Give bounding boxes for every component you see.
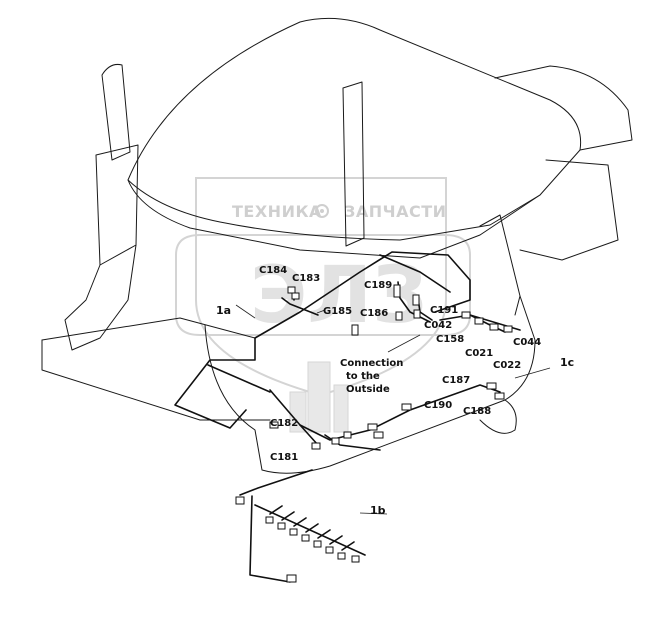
label-c184: C184 (259, 265, 287, 276)
cab-roof (127, 17, 582, 241)
leader-1a (235, 304, 256, 319)
label-1b: 1b (370, 504, 386, 517)
label-c182: C182 (270, 418, 298, 429)
label-c186: C186 (360, 308, 388, 319)
harness-1a-branch-top (379, 254, 451, 293)
leader-lines (235, 304, 551, 515)
watermark-text-right: ЗАПЧАСТИ (344, 202, 447, 221)
left-platform (41, 339, 271, 421)
machine-outline (41, 17, 633, 474)
leader-connection (387, 334, 421, 353)
label-c021: C021 (465, 348, 493, 359)
harness-1b-top (239, 469, 313, 496)
center-pillar (342, 81, 365, 247)
leader-g185 (316, 309, 326, 314)
roof-side-panel (494, 65, 633, 151)
label-c158: C158 (436, 334, 464, 345)
label-1a: 1a (216, 304, 231, 317)
floor-corner (479, 399, 517, 434)
connector-c184 (287, 286, 296, 294)
connectors-1a (269, 284, 513, 450)
connector-floor-a (331, 437, 340, 445)
leader-1c (514, 367, 551, 379)
connector-1b-3 (289, 528, 298, 536)
leader-1b (359, 512, 388, 515)
harness-1a-main (254, 251, 471, 339)
connector-c189-b (412, 294, 420, 306)
floor-base (204, 295, 536, 474)
harness-1b (235, 469, 366, 583)
harness-1b-b3 (293, 517, 307, 527)
label-connection-line1: Connection (340, 358, 403, 369)
connector-1b-4 (301, 534, 310, 542)
connector-c190-b (367, 423, 378, 431)
cab-roof-edge (127, 179, 541, 259)
harness-1a-floor-run (299, 384, 501, 441)
harness-1a-branch-c183 (281, 297, 319, 316)
connector-1b-end (286, 574, 297, 583)
harness-1b-b1 (269, 505, 283, 515)
right-box (519, 159, 619, 261)
label-c190: C190 (424, 400, 452, 411)
left-handle (101, 64, 131, 161)
harness-1a-floor-branch (324, 434, 381, 451)
connector-c186 (395, 311, 403, 321)
harness-1b-left-drop (249, 495, 291, 583)
connector-1b-2 (277, 522, 286, 530)
label-c042: C042 (424, 320, 452, 331)
label-c044: C044 (513, 337, 541, 348)
watermark-building-icon (289, 361, 349, 433)
label-connection-line3: Outside (346, 384, 390, 395)
connector-c189 (393, 284, 401, 298)
left-ledge (41, 317, 256, 341)
gear-icon (315, 204, 329, 218)
connector-c190-c (373, 431, 384, 439)
connector-c188 (494, 392, 505, 400)
connector-c042 (413, 309, 421, 319)
right-column (479, 214, 521, 316)
watermark-text-left: ТЕХНИКА (232, 202, 322, 221)
connector-c022 (489, 323, 499, 331)
label-connection-line2: to the (346, 371, 380, 382)
connector-1b-start (235, 496, 245, 505)
left-pillar (95, 144, 139, 266)
label-c022: C022 (493, 360, 521, 371)
label-c191: C191 (430, 305, 458, 316)
harness-1b-b6 (329, 535, 343, 545)
harness-1a-lower-loop (174, 337, 256, 429)
label-g185: G185 (323, 306, 352, 317)
connector-1b-1 (265, 516, 274, 524)
connector-c044 (503, 325, 513, 333)
connector-c190 (401, 403, 412, 411)
connector-c181 (311, 442, 321, 450)
connector-c186-stub (351, 324, 359, 336)
connector-floor-b (343, 431, 352, 439)
harness-1a-cross (207, 364, 271, 393)
harness-1b-b4 (305, 523, 319, 533)
left-foot (64, 244, 137, 351)
connector-1b-8 (351, 555, 360, 563)
connector-c021 (474, 317, 484, 325)
harness-1b-b2 (281, 511, 295, 521)
label-c187: C187 (442, 375, 470, 386)
connector-1b-5 (313, 540, 322, 548)
connector-c183 (291, 292, 300, 300)
watermark: ТЕХНИКА ЗАПЧАСТИ ЭЛЗ (175, 177, 471, 433)
label-c183: C183 (292, 273, 320, 284)
connector-1b-7 (337, 552, 346, 560)
harness-1b-b7 (341, 541, 355, 551)
label-c189: C189 (364, 280, 392, 291)
connector-c158 (461, 311, 471, 319)
connector-c187 (486, 382, 497, 390)
connector-1b-6 (325, 546, 334, 554)
label-1c: 1c (560, 356, 574, 369)
connector-c182 (269, 421, 279, 429)
label-c188: C188 (463, 406, 491, 417)
harness-1b-b5 (317, 529, 331, 539)
label-c181: C181 (270, 452, 298, 463)
labels: C184 C183 G185 C189 C186 C191 C042 C158 … (216, 265, 574, 517)
